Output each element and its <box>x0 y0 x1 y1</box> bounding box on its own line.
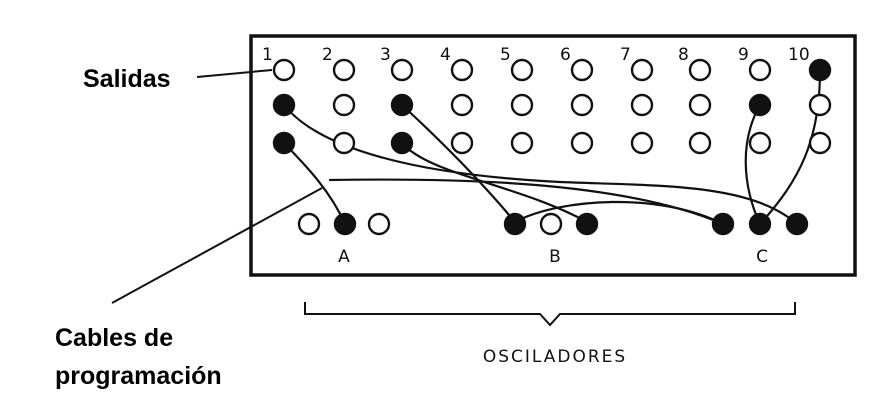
jack-row1-col1 <box>272 58 296 82</box>
column-numbers: 1 2 3 4 5 6 7 8 9 10 <box>262 45 810 65</box>
jack-row1-col5 <box>510 58 534 82</box>
jack-row3-col1-plugged <box>272 131 296 155</box>
oscillator-jacks <box>297 212 809 236</box>
jack-row1-col3 <box>390 58 414 82</box>
patch-cables <box>282 68 822 226</box>
cable-crossing <box>328 178 725 226</box>
jack-row2-col7 <box>630 93 654 117</box>
oscillator-letters: A B C <box>338 247 768 267</box>
cables-label-line1: Cables de <box>55 324 174 352</box>
jack-row3-col3-plugged <box>390 131 414 155</box>
column-number-5: 5 <box>500 45 511 65</box>
oscillator-c-jack-3-plugged <box>785 212 809 236</box>
oscillator-b-jack-3-plugged <box>575 212 599 236</box>
column-number-6: 6 <box>560 45 571 65</box>
oscillator-letter-b: B <box>549 247 561 267</box>
oscillator-letter-c: C <box>756 247 768 267</box>
cable-10-to-c3 <box>758 68 822 226</box>
jack-row3-col5 <box>510 131 534 155</box>
oscillator-letter-a: A <box>338 247 350 267</box>
jack-row2-col3-plugged <box>390 93 414 117</box>
oscillator-c-jack-1-plugged <box>711 212 735 236</box>
column-number-1: 1 <box>262 45 273 65</box>
outputs-leader-line <box>196 69 273 78</box>
cable-3-to-b1 <box>400 103 517 224</box>
jack-row2-col6 <box>570 93 594 117</box>
jack-row3-col7 <box>630 131 654 155</box>
cable-9-to-c2 <box>744 103 762 226</box>
jack-row3-col9 <box>748 131 772 155</box>
output-jack-grid <box>272 58 832 155</box>
jack-row3-col10 <box>808 131 832 155</box>
jack-row3-col8 <box>688 131 712 155</box>
oscillator-b-jack-2 <box>539 212 563 236</box>
oscillators-brace <box>304 302 796 327</box>
jack-row3-col6 <box>570 131 594 155</box>
jack-row1-col9 <box>748 58 772 82</box>
jack-row2-col2 <box>332 93 356 117</box>
jack-row2-col5 <box>510 93 534 117</box>
jack-row2-col10 <box>808 93 832 117</box>
jack-row1-col6 <box>570 58 594 82</box>
column-number-3: 3 <box>380 45 391 65</box>
column-number-4: 4 <box>440 45 451 65</box>
column-number-9: 9 <box>738 45 749 65</box>
jack-row1-col4 <box>450 58 474 82</box>
jack-row3-col4 <box>450 131 474 155</box>
jack-row2-col9-plugged <box>748 93 772 117</box>
oscillator-a-jack-1 <box>297 212 321 236</box>
oscillator-c-jack-2-plugged <box>748 212 772 236</box>
jack-row3-col2 <box>332 131 356 155</box>
outputs-label: Salidas <box>83 65 171 93</box>
oscillator-b-jack-1-plugged <box>503 212 527 236</box>
jack-row1-col10-plugged <box>808 58 832 82</box>
jack-row1-col8 <box>688 58 712 82</box>
cable-1-to-c <box>282 103 799 226</box>
column-number-10: 10 <box>788 45 810 65</box>
patch-panel-frame <box>249 34 857 277</box>
cable-1-to-a <box>282 141 347 226</box>
jack-row2-col8 <box>688 93 712 117</box>
column-number-8: 8 <box>678 45 689 65</box>
jack-row1-col7 <box>630 58 654 82</box>
jack-row2-col1-plugged <box>272 93 296 117</box>
jack-row1-col2 <box>332 58 356 82</box>
cables-leader-line <box>111 187 323 304</box>
oscillators-label: OSCILADORES <box>483 347 627 367</box>
column-number-7: 7 <box>620 45 631 65</box>
oscillator-a-jack-2-plugged <box>333 212 357 236</box>
jack-row2-col4 <box>450 93 474 117</box>
column-number-2: 2 <box>322 45 333 65</box>
cables-label-line2: programación <box>55 362 222 390</box>
oscillator-a-jack-3 <box>367 212 391 236</box>
